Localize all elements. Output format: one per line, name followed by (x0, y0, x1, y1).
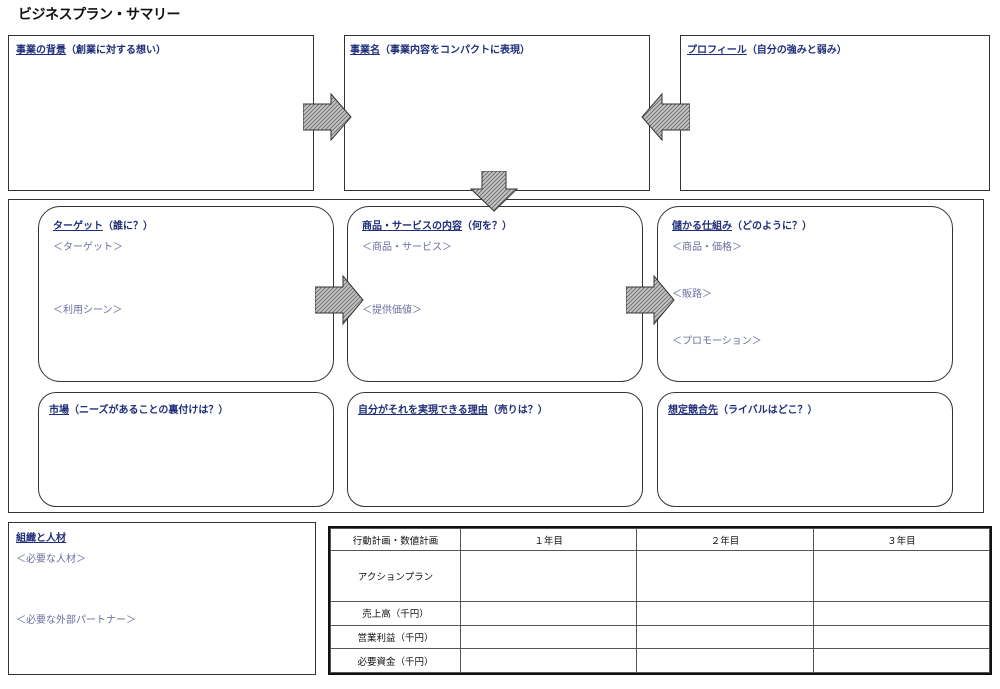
mechanism-item-channel: ＜販路＞ (672, 289, 712, 300)
business-name-heading: 事業名（事業内容をコンパクトに表現） (350, 45, 530, 56)
plan-header-plan: 行動計画・数値計画 (330, 528, 461, 551)
reason-box[interactable]: 自分がそれを実現できる理由（売りは？） (347, 392, 643, 507)
mechanism-heading: 儲かる仕組み（どのように？） (672, 221, 812, 232)
plan-cell[interactable] (636, 624, 814, 650)
product-item-service: ＜商品・サービス＞ (362, 242, 452, 253)
plan-cell[interactable] (812, 624, 991, 650)
profile-box[interactable]: プロフィール（自分の強みと弱み） (680, 35, 990, 191)
plan-header-year1: １年目 (459, 528, 638, 551)
plan-cell[interactable] (812, 601, 991, 626)
plan-table: 行動計画・数値計画 １年目 ２年目 ３年目 アクションプラン 売上高（千円） 営… (328, 526, 992, 675)
plan-row-funds-label: 必要資金（千円） (330, 648, 461, 673)
arrow-right-icon (626, 274, 675, 326)
plan-cell[interactable] (459, 550, 638, 602)
mechanism-box[interactable]: 儲かる仕組み（どのように？） ＜商品・価格＞ ＜販路＞ ＜プロモーション＞ (657, 206, 953, 382)
plan-cell[interactable] (459, 648, 638, 673)
plan-cell[interactable] (636, 601, 814, 626)
target-heading: ターゲット（誰に？） (53, 221, 153, 232)
plan-row-sales-label: 売上高（千円） (330, 601, 461, 626)
organization-heading: 組織と人材 (16, 533, 66, 544)
page-title: ビジネスプラン・サマリー (18, 7, 181, 23)
background-box[interactable]: 事業の背景（創業に対する想い） (8, 35, 314, 191)
organization-box[interactable]: 組織と人材 ＜必要な人材＞ ＜必要な外部パートナー＞ (8, 522, 316, 675)
mechanism-item-promotion: ＜プロモーション＞ (672, 336, 762, 347)
plan-cell[interactable] (812, 648, 991, 673)
arrow-right-icon (315, 274, 364, 326)
target-item-target: ＜ターゲット＞ (53, 242, 123, 253)
organization-item-people: ＜必要な人材＞ (16, 554, 86, 565)
target-item-usage-scene: ＜利用シーン＞ (53, 305, 123, 316)
arrow-left-icon (641, 92, 690, 142)
competition-box[interactable]: 想定競合先（ライバルはどこ？） (657, 392, 953, 507)
plan-row-profit-label: 営業利益（千円） (330, 624, 461, 650)
plan-cell[interactable] (459, 624, 638, 650)
arrow-right-icon (303, 92, 352, 142)
business-name-box[interactable]: 事業名（事業内容をコンパクトに表現） (344, 35, 650, 191)
background-heading: 事業の背景（創業に対する想い） (16, 45, 166, 56)
plan-cell[interactable] (636, 648, 814, 673)
organization-item-partners: ＜必要な外部パートナー＞ (16, 615, 136, 626)
product-heading: 商品・サービスの内容（何を？） (362, 221, 512, 232)
market-heading: 市場（ニーズがあることの裏付けは？） (49, 405, 229, 416)
market-box[interactable]: 市場（ニーズがあることの裏付けは？） (38, 392, 334, 507)
target-box[interactable]: ターゲット（誰に？） ＜ターゲット＞ ＜利用シーン＞ (38, 206, 334, 382)
product-item-value: ＜提供価値＞ (362, 305, 422, 316)
mechanism-item-price: ＜商品・価格＞ (672, 242, 742, 253)
arrow-down-icon (469, 171, 519, 212)
reason-heading: 自分がそれを実現できる理由（売りは？） (358, 405, 548, 416)
plan-cell[interactable] (812, 550, 991, 602)
plan-row-action-label: アクションプラン (330, 550, 461, 602)
plan-cell[interactable] (636, 550, 814, 602)
plan-header-year2: ２年目 (636, 528, 814, 551)
plan-header-year3: ３年目 (812, 528, 991, 551)
competition-heading: 想定競合先（ライバルはどこ？） (668, 405, 818, 416)
plan-cell[interactable] (459, 601, 638, 626)
product-box[interactable]: 商品・サービスの内容（何を？） ＜商品・サービス＞ ＜提供価値＞ (347, 206, 643, 382)
profile-heading: プロフィール（自分の強みと弱み） (687, 45, 847, 56)
